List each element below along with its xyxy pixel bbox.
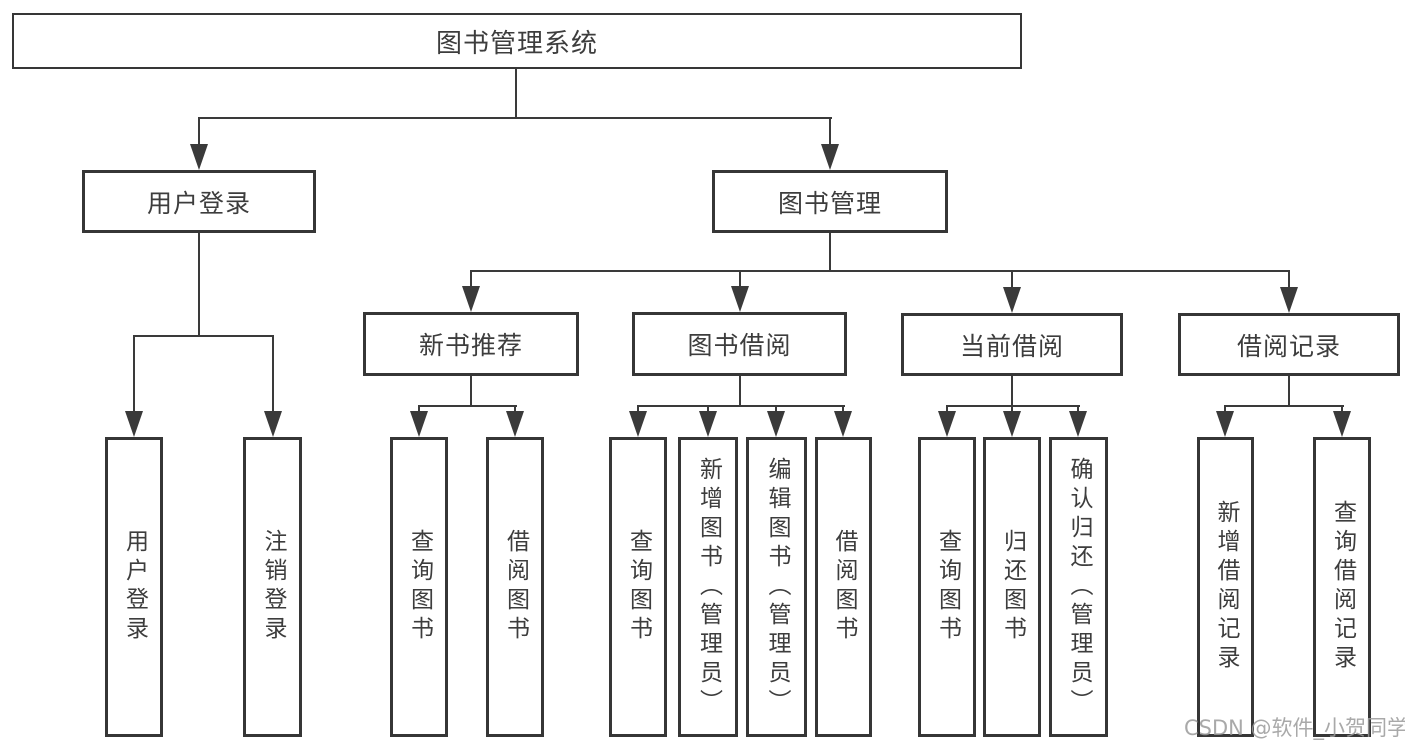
connector-line <box>775 405 777 415</box>
connector-line <box>829 233 831 272</box>
leaf-label: 确认归还（管理员） <box>1066 456 1092 718</box>
connector-line <box>1288 376 1290 407</box>
arrow-down-icon <box>767 411 785 437</box>
connector-line <box>515 69 517 118</box>
arrow-down-icon <box>699 411 717 437</box>
arrow-down-icon <box>506 411 524 437</box>
arrow-down-icon <box>190 144 208 170</box>
leaf-label: 查询借阅记录 <box>1329 500 1356 674</box>
node-user-login: 用户登录 <box>82 170 316 233</box>
arrow-down-icon <box>834 411 852 437</box>
arrow-down-icon <box>1280 287 1298 313</box>
csdn-watermark: CSDN @软件_小贺同学 <box>1184 716 1405 740</box>
node-library-management-system: 图书管理系统 <box>12 13 1022 69</box>
connector-line <box>272 335 274 415</box>
arrow-down-icon <box>629 411 647 437</box>
connector-line <box>514 405 516 415</box>
node-label: 用户登录 <box>146 188 251 218</box>
leaf-label: 新增图书（管理员） <box>695 456 722 718</box>
connector-line <box>829 117 831 147</box>
leaf-query-books-recommend: 查询图书 <box>390 437 448 737</box>
arrow-down-icon <box>1069 411 1087 437</box>
connector-line <box>418 405 420 415</box>
connector-line <box>198 233 200 337</box>
leaf-borrow-books: 借阅图书 <box>815 437 872 737</box>
leaf-borrow-books-recommend: 借阅图书 <box>486 437 544 737</box>
arrow-down-icon <box>731 286 749 312</box>
connector-line <box>842 405 844 415</box>
leaf-label: 用户登录 <box>121 529 148 645</box>
node-label: 图书管理系统 <box>435 28 598 59</box>
arrow-down-icon <box>1003 287 1021 313</box>
node-label: 新书推荐 <box>418 331 523 360</box>
node-label: 当前借阅 <box>959 331 1064 361</box>
leaf-label: 查询图书 <box>406 529 433 645</box>
node-book-management: 图书管理 <box>712 170 948 233</box>
leaf-label: 归还图书 <box>999 529 1026 645</box>
connector-line <box>1011 376 1013 407</box>
node-book-borrowing: 图书借阅 <box>632 312 847 376</box>
connector-line <box>739 270 741 290</box>
node-current-borrowing: 当前借阅 <box>901 313 1123 376</box>
connector-line <box>946 405 1080 407</box>
arrow-down-icon <box>1003 411 1021 437</box>
arrow-down-icon <box>1333 411 1351 437</box>
leaf-logout: 注销登录 <box>243 437 302 737</box>
leaf-user-login: 用户登录 <box>105 437 163 737</box>
leaf-query-books-current: 查询图书 <box>918 437 976 737</box>
arrow-down-icon <box>410 411 428 437</box>
leaf-label: 借阅图书 <box>831 529 857 645</box>
node-new-book-recommend: 新书推荐 <box>363 312 579 376</box>
leaf-add-books-admin: 新增图书（管理员） <box>678 437 738 737</box>
connector-line <box>470 376 472 407</box>
leaf-label: 编辑图书（管理员） <box>764 456 790 718</box>
leaf-return-books: 归还图书 <box>983 437 1041 737</box>
leaf-query-books-borrowing: 查询图书 <box>609 437 667 737</box>
connector-line <box>1011 405 1013 415</box>
connector-line <box>1224 405 1226 415</box>
connector-line <box>637 405 845 407</box>
leaf-add-borrow-record: 新增借阅记录 <box>1197 437 1254 737</box>
connector-line <box>133 335 274 337</box>
leaf-confirm-return-admin: 确认归还（管理员） <box>1049 437 1108 737</box>
leaf-label: 新增借阅记录 <box>1213 500 1239 674</box>
arrow-down-icon <box>125 411 143 437</box>
connector-line <box>470 270 472 290</box>
connector-line <box>1011 270 1013 290</box>
connector-line <box>198 117 832 119</box>
leaf-edit-books-admin: 编辑图书（管理员） <box>746 437 807 737</box>
connector-line <box>637 405 639 415</box>
arrow-down-icon <box>1216 411 1234 437</box>
connector-line <box>1077 405 1079 415</box>
connector-line <box>707 405 709 415</box>
connector-line <box>198 117 200 147</box>
node-label: 图书借阅 <box>687 331 792 360</box>
connector-line <box>418 405 517 407</box>
arrow-down-icon <box>462 286 480 312</box>
connector-line <box>946 405 948 415</box>
leaf-query-borrow-record: 查询借阅记录 <box>1313 437 1371 737</box>
arrow-down-icon <box>821 144 839 170</box>
node-borrowing-records: 借阅记录 <box>1178 313 1400 376</box>
node-label: 借阅记录 <box>1236 331 1341 361</box>
connector-line <box>133 335 135 415</box>
leaf-label: 注销登录 <box>260 529 286 645</box>
connector-line <box>739 376 741 407</box>
arrow-down-icon <box>264 411 282 437</box>
leaf-label: 查询图书 <box>625 529 652 645</box>
connector-line <box>1288 270 1290 290</box>
arrow-down-icon <box>938 411 956 437</box>
connector-line <box>470 270 1290 272</box>
leaf-label: 查询图书 <box>934 529 961 645</box>
connector-line <box>1224 405 1344 407</box>
connector-line <box>1341 405 1343 415</box>
node-label: 图书管理 <box>777 188 882 218</box>
leaf-label: 借阅图书 <box>502 529 529 645</box>
